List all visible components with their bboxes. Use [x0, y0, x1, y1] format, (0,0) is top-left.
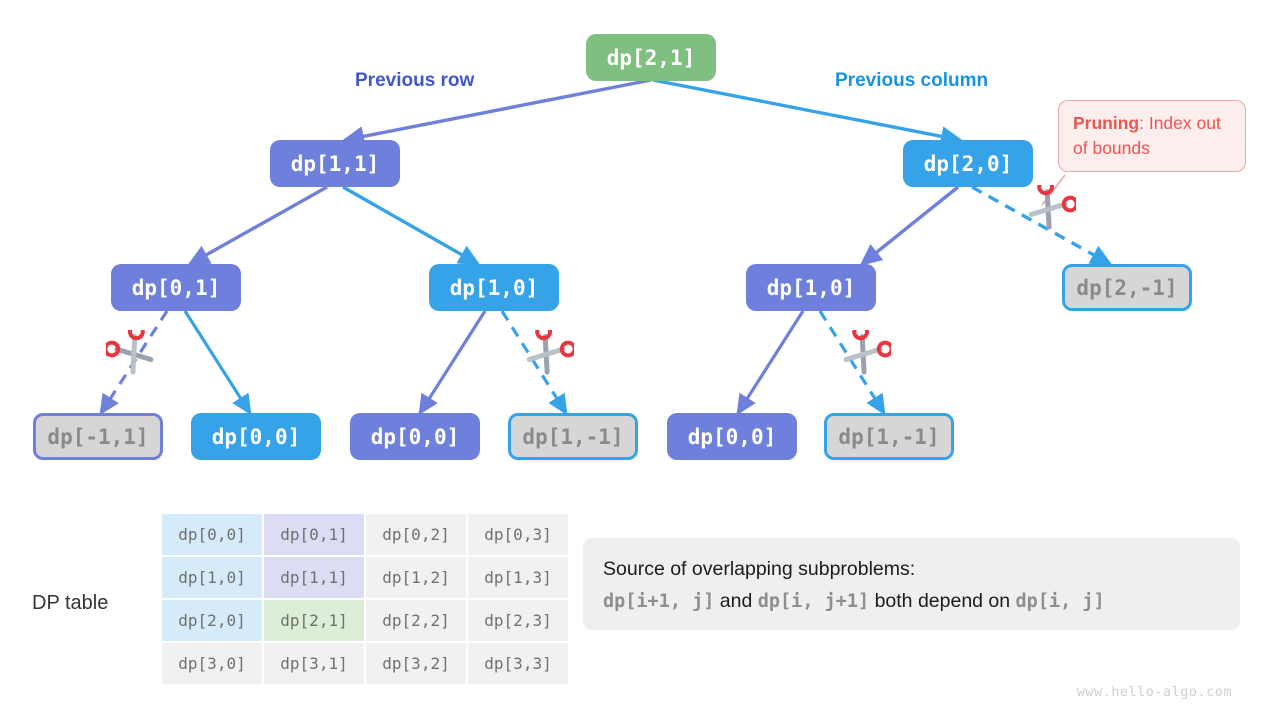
note-word-depend: both depend on — [869, 589, 1016, 612]
edge-dp11-to-dp01 — [187, 185, 328, 266]
table-row: dp[0,0] dp[0,1] dp[0,2] dp[0,3] — [162, 514, 568, 555]
tree-node-dp-0-1[interactable]: dp[0,1] — [111, 264, 241, 311]
dp-cell-3-1[interactable]: dp[3,1] — [264, 643, 364, 684]
watermark: www.hello-algo.com — [1076, 684, 1232, 700]
edge-dp10right-to-dp00 — [736, 310, 805, 416]
tree-node-dp-0-0-c[interactable]: dp[0,0] — [667, 413, 797, 460]
tree-node-dp-1-0-right[interactable]: dp[1,0] — [746, 264, 876, 311]
tree-node-dp-2-minus1-pruned[interactable]: dp[2,-1] — [1062, 264, 1192, 311]
dp-cell-2-1[interactable]: dp[2,1] — [264, 600, 364, 641]
edge-dp10left-to-dp00 — [418, 310, 487, 416]
dp-cell-1-1[interactable]: dp[1,1] — [264, 557, 364, 598]
edge-dp01-to-dp00 — [183, 310, 252, 416]
tree-node-dp-1-1[interactable]: dp[1,1] — [270, 140, 400, 187]
tree-node-dp-1-0-left[interactable]: dp[1,0] — [429, 264, 559, 311]
overlapping-subproblems-note: Source of overlapping subproblems: dp[i+… — [583, 538, 1240, 630]
edge-label-previous-row: Previous row — [355, 70, 475, 91]
dp-cell-2-3[interactable]: dp[2,3] — [468, 600, 568, 641]
table-row: dp[1,0] dp[1,1] dp[1,2] dp[1,3] — [162, 557, 568, 598]
tree-node-dp-1-minus1-pruned-a[interactable]: dp[1,-1] — [508, 413, 638, 460]
dp-cell-2-2[interactable]: dp[2,2] — [366, 600, 466, 641]
pruning-callout-rest: : Index out of bounds — [1073, 113, 1221, 158]
dp-cell-0-3[interactable]: dp[0,3] — [468, 514, 568, 555]
dp-cell-3-3[interactable]: dp[3,3] — [468, 643, 568, 684]
dp-cell-1-2[interactable]: dp[1,2] — [366, 557, 466, 598]
tree-node-dp-minus1-1-pruned[interactable]: dp[-1,1] — [33, 413, 163, 460]
pruning-callout: Pruning: Index out of bounds — [1058, 100, 1246, 172]
note-code-dp-i1-j: dp[i+1, j] — [603, 590, 715, 612]
dp-cell-3-0[interactable]: dp[3,0] — [162, 643, 262, 684]
dp-cell-3-2[interactable]: dp[3,2] — [366, 643, 466, 684]
edge-dp20-to-dp10 — [859, 185, 960, 266]
scissors-icon-prune-dp-2-minus1 — [1028, 185, 1076, 230]
dp-cell-1-0[interactable]: dp[1,0] — [162, 557, 262, 598]
dp-table-caption: DP table — [32, 592, 109, 614]
dp-table: dp[0,0] dp[0,1] dp[0,2] dp[0,3] dp[1,0] … — [160, 512, 570, 686]
note-line-2: dp[i+1, j] and dp[i, j+1] both depend on… — [603, 586, 1220, 618]
note-word-and: and — [714, 589, 758, 612]
edge-label-previous-column: Previous column — [835, 70, 989, 91]
edge-dp11-to-dp10 — [342, 185, 481, 266]
dp-cell-0-0[interactable]: dp[0,0] — [162, 514, 262, 555]
tree-node-root[interactable]: dp[2,1] — [586, 34, 716, 81]
dp-cell-0-2[interactable]: dp[0,2] — [366, 514, 466, 555]
tree-node-dp-0-0-a[interactable]: dp[0,0] — [191, 413, 321, 460]
pruning-callout-bold: Pruning — [1073, 113, 1140, 133]
tree-node-dp-0-0-b[interactable]: dp[0,0] — [350, 413, 480, 460]
scissors-icon-prune-dp-1-minus1-a — [526, 330, 574, 375]
table-row: dp[3,0] dp[3,1] dp[3,2] dp[3,3] — [162, 643, 568, 684]
scissors-icon-prune-dp-1-minus1-b — [843, 330, 891, 375]
scissors-icon-prune-dp-minus1-1 — [106, 330, 154, 375]
dp-cell-0-1[interactable]: dp[0,1] — [264, 514, 364, 555]
note-line-1: Source of overlapping subproblems: — [603, 558, 916, 580]
dp-cell-2-0[interactable]: dp[2,0] — [162, 600, 262, 641]
dp-table-body: dp[0,0] dp[0,1] dp[0,2] dp[0,3] dp[1,0] … — [162, 514, 568, 684]
note-code-dp-i-j: dp[i, j] — [1015, 590, 1105, 612]
note-code-dp-i-j1: dp[i, j+1] — [757, 590, 870, 612]
tree-node-dp-1-minus1-pruned-b[interactable]: dp[1,-1] — [824, 413, 954, 460]
table-row: dp[2,0] dp[2,1] dp[2,2] dp[2,3] — [162, 600, 568, 641]
tree-node-dp-2-0[interactable]: dp[2,0] — [903, 140, 1033, 187]
dp-cell-1-3[interactable]: dp[1,3] — [468, 557, 568, 598]
